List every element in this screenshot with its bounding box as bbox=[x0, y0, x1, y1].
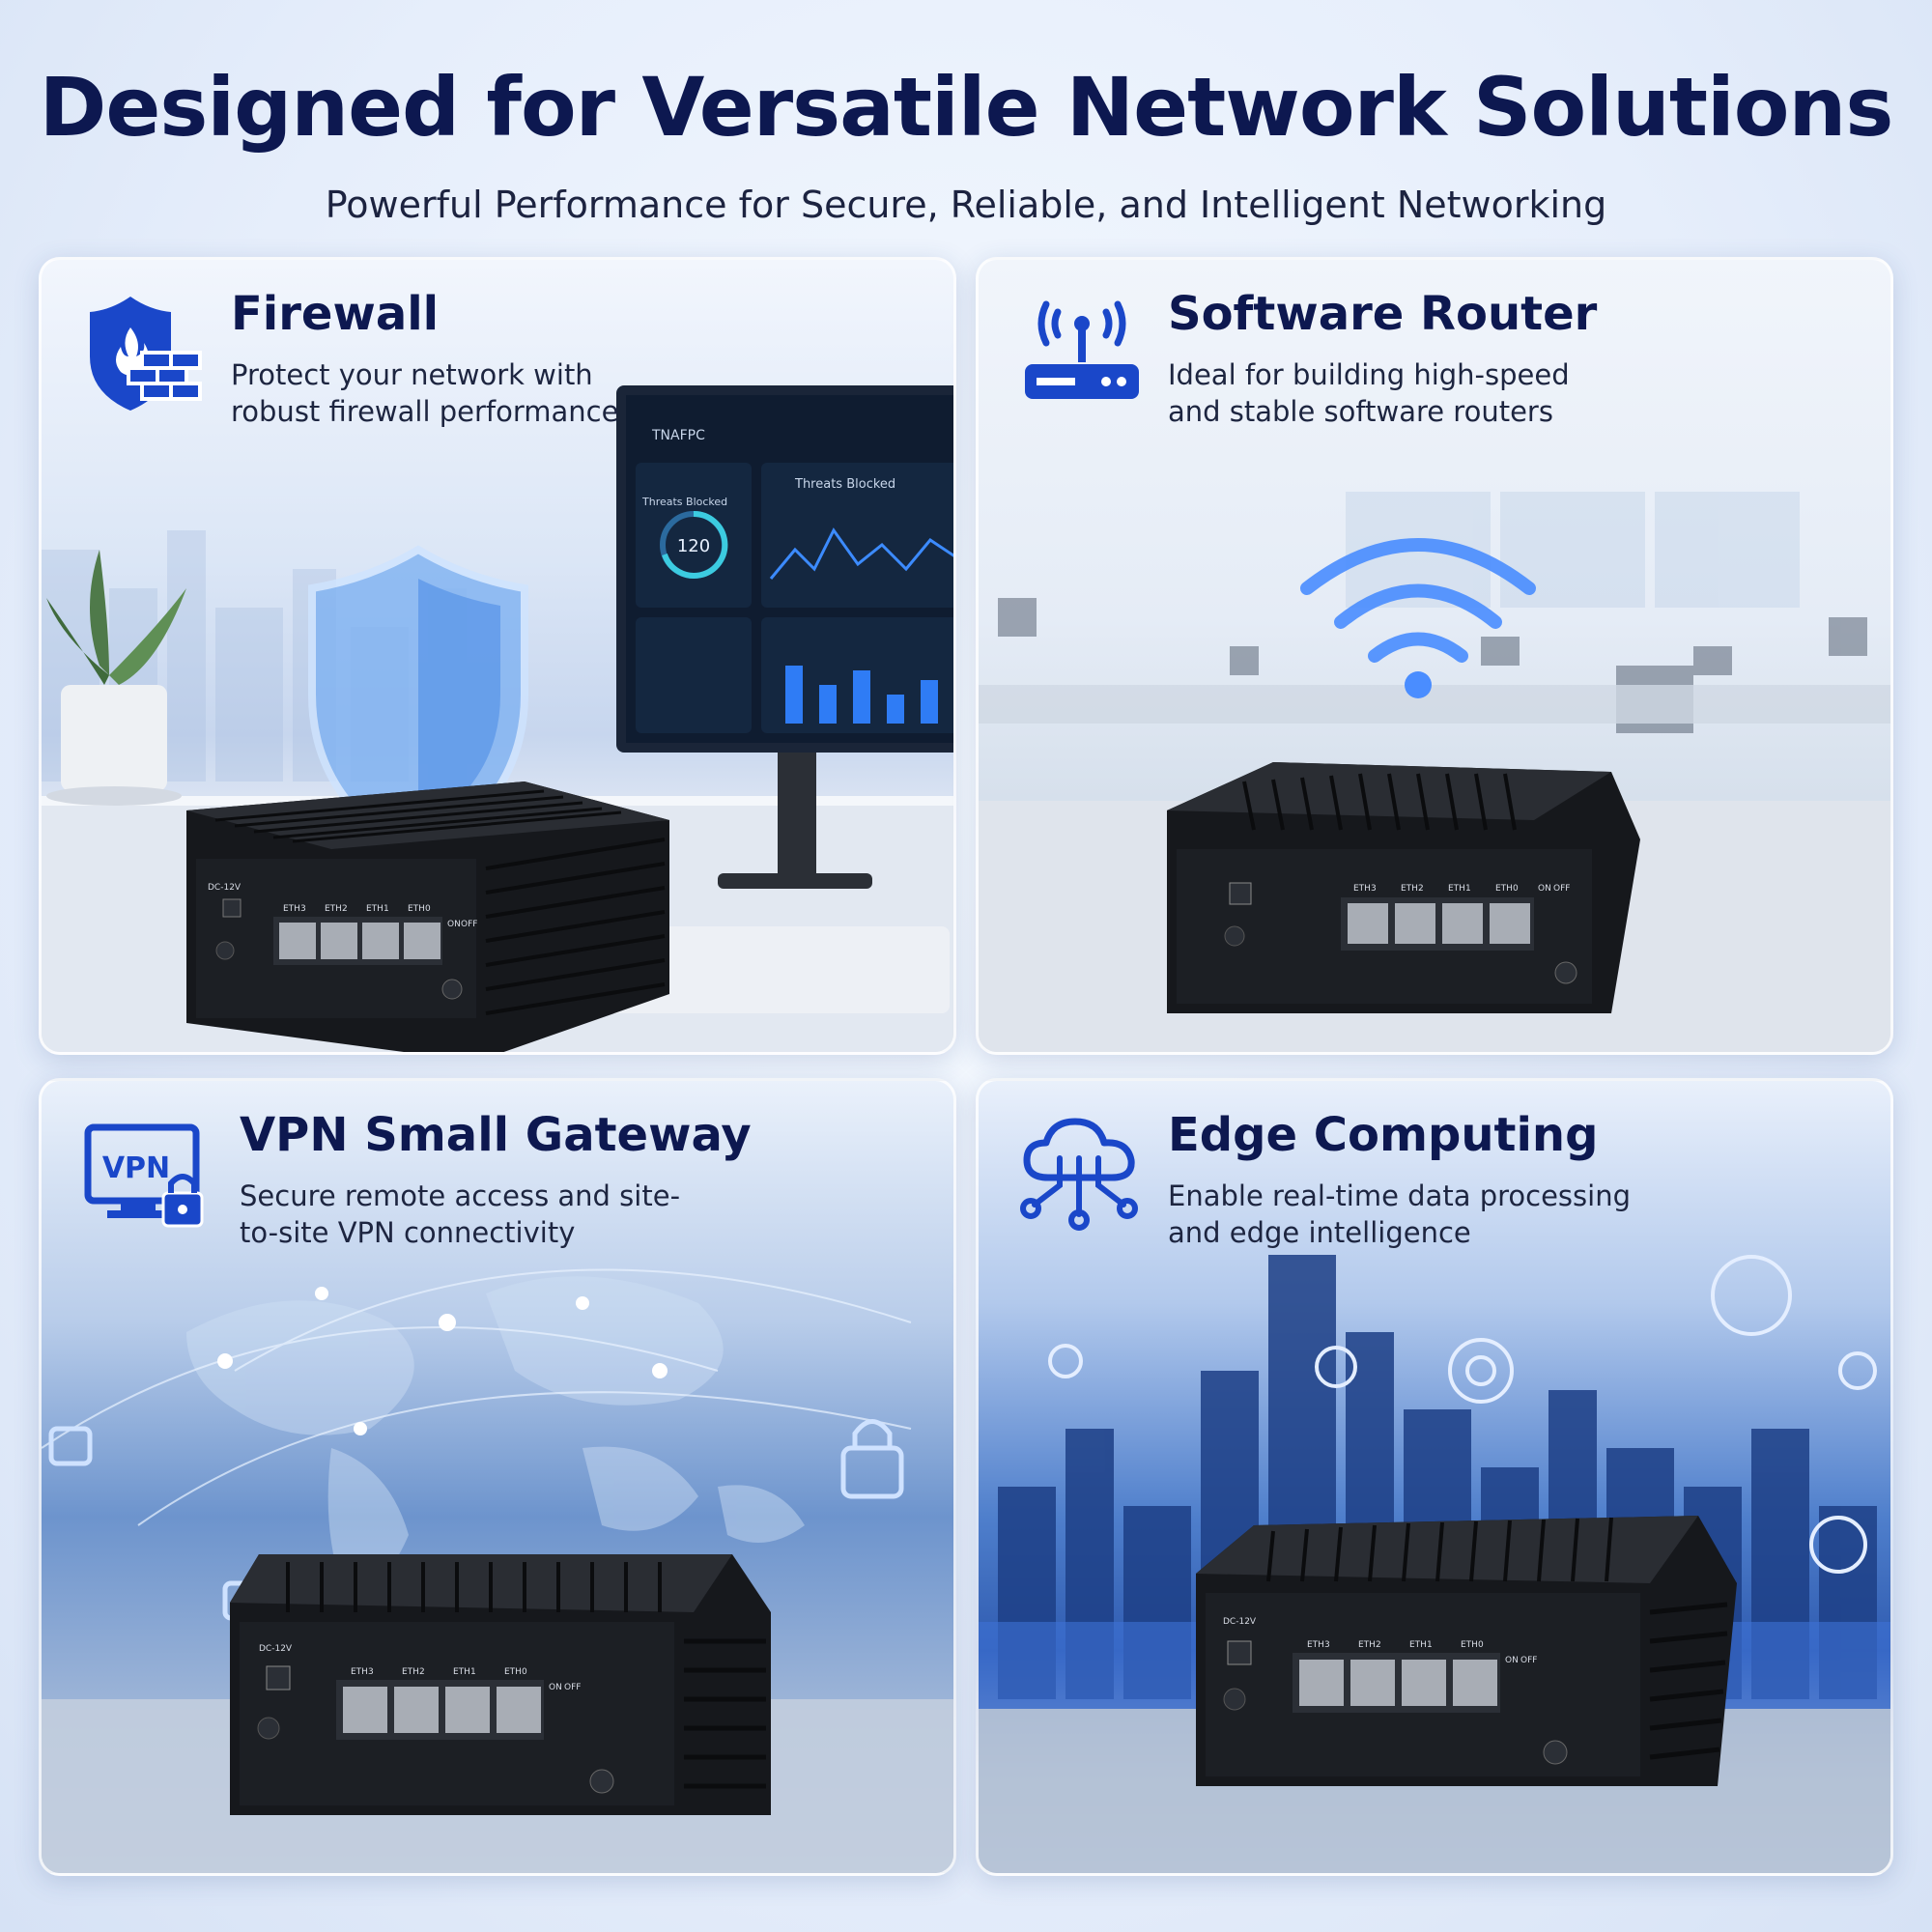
world-network-scene: DC-12V ETH3 ETH2 ETH1 ETH0 ON OFF bbox=[42, 1268, 953, 1873]
port-eth3-label: ETH3 bbox=[283, 904, 306, 914]
vpn-lock-icon: VPN bbox=[84, 1123, 204, 1228]
mini-pc-device: DC-12V ETH3 ETH2 ETH1 ETH0 ON OFF bbox=[186, 781, 669, 1052]
panel-firewall: TNAFPC Threats Blocked Threats Blocked 1… bbox=[39, 257, 956, 1055]
shield-hologram bbox=[308, 545, 528, 864]
port-eth0-label: ETH0 bbox=[504, 1667, 527, 1677]
gauge-value: 120 bbox=[677, 536, 710, 556]
port-eth0-label: ETH0 bbox=[1461, 1640, 1484, 1650]
smart-city-scene: DC-12V ETH3 ETH2 ETH1 ETH0 ON OFF bbox=[979, 1255, 1890, 1873]
switch-off-label: OFF bbox=[564, 1683, 581, 1692]
panel-title: Software Router bbox=[1168, 287, 1598, 341]
mini-pc-device: DC-12V ETH3 ETH2 ETH1 ETH0 ON OFF bbox=[230, 1554, 771, 1815]
switch-on-label: ON bbox=[1505, 1656, 1519, 1665]
panel-title: Edge Computing bbox=[1168, 1108, 1599, 1162]
desc-line: Ideal for building high-speed bbox=[1168, 358, 1570, 391]
power-label: DC-12V bbox=[208, 883, 242, 893]
port-eth2-label: ETH2 bbox=[402, 1667, 425, 1677]
firewall-scene: TNAFPC Threats Blocked Threats Blocked 1… bbox=[42, 385, 953, 1052]
switch-on-label: ON bbox=[1538, 884, 1551, 894]
desc-line: to-site VPN connectivity bbox=[240, 1216, 576, 1249]
port-eth0-label: ETH0 bbox=[1495, 884, 1519, 894]
port-eth0-label: ETH0 bbox=[408, 904, 431, 914]
port-eth1-label: ETH1 bbox=[1409, 1640, 1433, 1650]
port-eth1-label: ETH1 bbox=[366, 904, 389, 914]
shield-firewall-icon bbox=[90, 297, 202, 411]
panel-description: Protect your network with robust firewal… bbox=[231, 356, 695, 430]
page-subtitle: Powerful Performance for Secure, Reliabl… bbox=[325, 184, 1607, 226]
power-label: DC-12V bbox=[259, 1644, 293, 1654]
desc-line: and edge intelligence bbox=[1168, 1216, 1471, 1249]
dashboard-monitor bbox=[616, 385, 953, 889]
desc-line: Secure remote access and site- bbox=[240, 1179, 681, 1212]
panel-description: Enable real-time data processing and edg… bbox=[1168, 1178, 1632, 1251]
wifi-hologram bbox=[1300, 538, 1536, 663]
plant bbox=[46, 550, 186, 806]
world-map bbox=[186, 1276, 805, 1588]
desc-line: robust firewall performance bbox=[231, 395, 619, 428]
office-scene: ETH3 ETH2 ETH1 ETH0 ON OFF bbox=[979, 492, 1890, 1052]
switch-off-label: OFF bbox=[1520, 1656, 1537, 1665]
switch-off-label: OFF bbox=[461, 920, 477, 929]
switch-off-label: OFF bbox=[1553, 884, 1570, 894]
port-eth3-label: ETH3 bbox=[1307, 1640, 1330, 1650]
port-eth2-label: ETH2 bbox=[1358, 1640, 1381, 1650]
vpn-icon-label: VPN bbox=[102, 1151, 170, 1185]
page-title: Designed for Versatile Network Solutions bbox=[39, 60, 1894, 155]
port-eth1-label: ETH1 bbox=[1448, 884, 1471, 894]
power-label: DC-12V bbox=[1223, 1617, 1257, 1627]
floating-tech-icons bbox=[1048, 1255, 1877, 1574]
switch-on-label: ON bbox=[549, 1683, 562, 1692]
panel-description: Secure remote access and site- to-site V… bbox=[240, 1178, 742, 1251]
desc-line: Enable real-time data processing bbox=[1168, 1179, 1631, 1212]
mini-pc-device: ETH3 ETH2 ETH1 ETH0 ON OFF bbox=[1167, 762, 1640, 1013]
port-eth1-label: ETH1 bbox=[453, 1667, 476, 1677]
panel-title: Firewall bbox=[231, 287, 440, 341]
monitor-card2-title: Threats Blocked bbox=[794, 477, 895, 492]
desc-line: Protect your network with bbox=[231, 358, 593, 391]
port-eth3-label: ETH3 bbox=[351, 1667, 374, 1677]
monitor-brand: TNAFPC bbox=[651, 428, 705, 443]
panel-edge-computing: DC-12V ETH3 ETH2 ETH1 ETH0 ON OFF Edge C… bbox=[976, 1078, 1893, 1876]
desc-line: and stable software routers bbox=[1168, 395, 1553, 428]
panel-vpn-gateway: DC-12V ETH3 ETH2 ETH1 ETH0 ON OFF VPN VP… bbox=[39, 1078, 956, 1876]
router-wifi-icon bbox=[1025, 300, 1139, 399]
mini-pc-device: DC-12V ETH3 ETH2 ETH1 ETH0 ON OFF bbox=[1196, 1516, 1737, 1786]
port-eth3-label: ETH3 bbox=[1353, 884, 1377, 894]
monitor-card1-title: Threats Blocked bbox=[641, 496, 727, 508]
cloud-network-icon bbox=[1020, 1118, 1138, 1231]
panel-description: Ideal for building high-speed and stable… bbox=[1168, 356, 1632, 430]
switch-on-label: ON bbox=[447, 920, 461, 929]
port-eth2-label: ETH2 bbox=[1401, 884, 1424, 894]
panel-software-router: ETH3 ETH2 ETH1 ETH0 ON OFF Software Rout… bbox=[976, 257, 1893, 1055]
panel-title: VPN Small Gateway bbox=[240, 1108, 752, 1162]
port-eth2-label: ETH2 bbox=[325, 904, 348, 914]
